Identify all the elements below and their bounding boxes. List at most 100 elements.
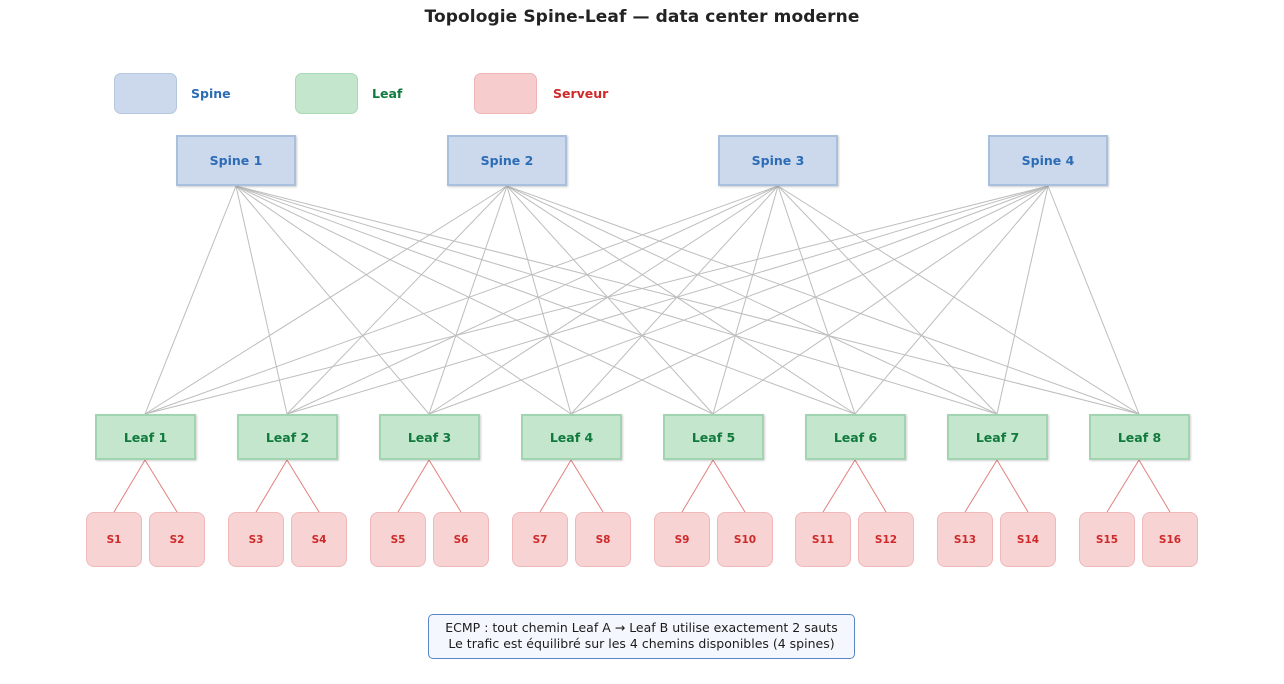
link-spine1-leaf7 xyxy=(235,185,998,415)
leaf-node-4-label: Leaf 4 xyxy=(549,429,594,445)
ecmp-note: ECMP : tout chemin Leaf A → Leaf B utili… xyxy=(428,614,855,659)
spine-node-3[interactable]: Spine 3 xyxy=(718,135,838,186)
leaf-node-8[interactable]: Leaf 8 xyxy=(1089,414,1190,460)
link-spine3-leaf3 xyxy=(428,185,779,415)
server-node-6[interactable]: S6 xyxy=(433,512,489,567)
link-spine2-leaf5 xyxy=(506,185,714,415)
server-node-13[interactable]: S13 xyxy=(937,512,993,567)
link-spine4-leaf5 xyxy=(712,185,1049,415)
link-spine4-leaf6 xyxy=(854,185,1049,415)
leaf-node-4[interactable]: Leaf 4 xyxy=(521,414,622,460)
server-node-10-label: S10 xyxy=(733,533,757,546)
link-spine2-leaf7 xyxy=(506,185,998,415)
server-node-5-label: S5 xyxy=(390,533,406,546)
link-spine2-leaf8 xyxy=(506,185,1140,415)
server-node-14[interactable]: S14 xyxy=(1000,512,1056,567)
legend-leaf-swatch xyxy=(295,73,358,114)
link-spine3-leaf4 xyxy=(570,185,779,415)
link-leaf1-server1 xyxy=(113,459,146,513)
spine-node-2[interactable]: Spine 2 xyxy=(447,135,567,186)
server-node-8[interactable]: S8 xyxy=(575,512,631,567)
leaf-node-7-label: Leaf 7 xyxy=(975,429,1020,445)
server-node-2[interactable]: S2 xyxy=(149,512,205,567)
server-node-1[interactable]: S1 xyxy=(86,512,142,567)
legend-label-serveur: Serveur xyxy=(553,86,609,101)
leaf-node-8-label: Leaf 8 xyxy=(1117,429,1162,445)
link-spine3-leaf8 xyxy=(777,185,1140,415)
leaf-node-3-label: Leaf 3 xyxy=(407,429,452,445)
link-leaf8-server15 xyxy=(1106,459,1140,513)
link-leaf3-server6 xyxy=(428,459,462,513)
server-node-13-label: S13 xyxy=(953,533,977,546)
server-node-3-label: S3 xyxy=(248,533,264,546)
page-title: Topologie Spine-Leaf — data center moder… xyxy=(424,7,860,27)
server-node-12-label: S12 xyxy=(874,533,898,546)
link-spine2-leaf4 xyxy=(506,185,572,415)
leaf-node-3[interactable]: Leaf 3 xyxy=(379,414,480,460)
leaf-node-1[interactable]: Leaf 1 xyxy=(95,414,196,460)
link-spine1-leaf2 xyxy=(235,185,288,415)
leaf-node-1-label: Leaf 1 xyxy=(123,429,168,445)
server-node-11[interactable]: S11 xyxy=(795,512,851,567)
link-leaf5-server9 xyxy=(681,459,714,513)
link-leaf3-server5 xyxy=(397,459,430,513)
spine-node-2-label: Spine 2 xyxy=(480,153,534,168)
spine-node-3-label: Spine 3 xyxy=(751,153,805,168)
link-spine1-leaf8 xyxy=(235,185,1140,415)
spine-node-1[interactable]: Spine 1 xyxy=(176,135,296,186)
link-leaf6-server12 xyxy=(854,459,887,513)
link-leaf6-server11 xyxy=(822,459,856,513)
leaf-node-6-label: Leaf 6 xyxy=(833,429,878,445)
link-spine4-leaf2 xyxy=(286,185,1049,415)
link-spine4-leaf8 xyxy=(1047,185,1140,415)
server-node-15[interactable]: S15 xyxy=(1079,512,1135,567)
link-leaf2-server4 xyxy=(286,459,320,513)
link-spine1-leaf3 xyxy=(235,185,430,415)
server-node-10[interactable]: S10 xyxy=(717,512,773,567)
link-spine4-leaf3 xyxy=(428,185,1049,415)
server-node-8-label: S8 xyxy=(595,533,611,546)
spine-node-4-label: Spine 4 xyxy=(1021,153,1075,168)
server-node-4[interactable]: S4 xyxy=(291,512,347,567)
link-spine1-leaf1 xyxy=(144,185,237,415)
link-leaf5-server10 xyxy=(712,459,746,513)
link-spine3-leaf2 xyxy=(286,185,779,415)
link-leaf7-server14 xyxy=(996,459,1029,513)
link-leaf7-server13 xyxy=(964,459,998,513)
server-node-1-label: S1 xyxy=(106,533,122,546)
link-leaf8-server16 xyxy=(1138,459,1171,513)
link-leaf4-server8 xyxy=(570,459,604,513)
server-node-12[interactable]: S12 xyxy=(858,512,914,567)
leaf-node-2[interactable]: Leaf 2 xyxy=(237,414,338,460)
leaf-node-6[interactable]: Leaf 6 xyxy=(805,414,906,460)
server-node-14-label: S14 xyxy=(1016,533,1040,546)
leaf-node-5-label: Leaf 5 xyxy=(691,429,736,445)
ecmp-note-line1: ECMP : tout chemin Leaf A → Leaf B utili… xyxy=(445,620,838,635)
link-spine2-leaf1 xyxy=(144,185,508,415)
link-spine2-leaf2 xyxy=(286,185,508,415)
ecmp-note-line2: Le trafic est équilibré sur les 4 chemin… xyxy=(448,636,835,651)
server-node-9-label: S9 xyxy=(674,533,690,546)
server-node-5[interactable]: S5 xyxy=(370,512,426,567)
server-node-3[interactable]: S3 xyxy=(228,512,284,567)
legend-label-leaf: Leaf xyxy=(372,86,403,101)
leaf-node-5[interactable]: Leaf 5 xyxy=(663,414,764,460)
server-node-2-label: S2 xyxy=(169,533,185,546)
leaf-node-7[interactable]: Leaf 7 xyxy=(947,414,1048,460)
spine-node-4[interactable]: Spine 4 xyxy=(988,135,1108,186)
legend-spine-swatch xyxy=(114,73,177,114)
legend-server-swatch xyxy=(474,73,537,114)
link-leaf2-server3 xyxy=(255,459,288,513)
link-spine3-leaf6 xyxy=(777,185,856,415)
link-leaf4-server7 xyxy=(539,459,572,513)
link-spine2-leaf3 xyxy=(428,185,508,415)
spine-node-1-label: Spine 1 xyxy=(209,153,263,168)
link-spine4-leaf1 xyxy=(144,185,1049,415)
server-node-7[interactable]: S7 xyxy=(512,512,568,567)
server-node-9[interactable]: S9 xyxy=(654,512,710,567)
server-node-16[interactable]: S16 xyxy=(1142,512,1198,567)
link-leaf1-server2 xyxy=(144,459,178,513)
link-spine1-leaf6 xyxy=(235,185,856,415)
server-node-15-label: S15 xyxy=(1095,533,1119,546)
